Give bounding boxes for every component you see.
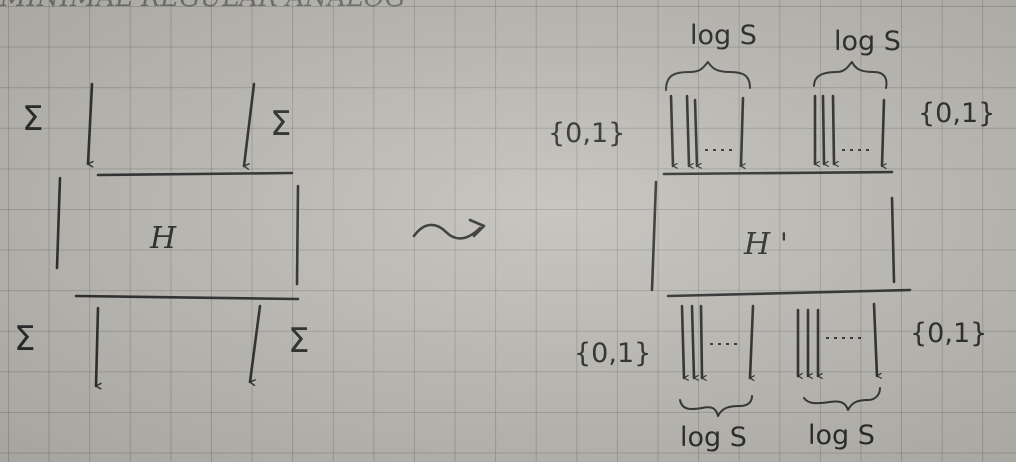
top-right-group-arrow-4 xyxy=(880,98,887,170)
left-block: H Σ Σ Σ Σ xyxy=(14,82,309,390)
bottom-alphabet-right: {0,1} xyxy=(910,318,987,349)
bottom-alphabet-left: {0,1} xyxy=(574,338,651,369)
transform-arrow xyxy=(412,218,486,240)
bottom-right-brace xyxy=(803,387,881,411)
bottom-right-brace-label: log S xyxy=(808,420,875,451)
left-output-arrow-2 xyxy=(248,304,262,387)
squiggle-arrowhead xyxy=(468,218,486,238)
top-right-group-arrow-3 xyxy=(831,94,839,167)
top-left-brace-label: log S xyxy=(690,20,757,51)
top-left-brace xyxy=(665,61,751,91)
top-left-group-arrow-1 xyxy=(669,94,678,169)
header-scrawl: MINIMAL REGULAR ANALOG xyxy=(0,0,406,13)
top-alphabet-left: {0,1} xyxy=(548,118,625,149)
top-right-group-arrow-2 xyxy=(821,94,829,167)
top-left-group-arrow-3 xyxy=(693,98,702,169)
right-box-right-side xyxy=(890,196,896,284)
left-input-alphabet-right: Σ xyxy=(270,104,291,144)
left-input-alphabet-left: Σ xyxy=(22,99,43,139)
bottom-right-group-arrow-4 xyxy=(872,302,882,379)
left-output-arrow-1 xyxy=(94,306,102,390)
top-left-group-arrow-4 xyxy=(739,96,746,170)
right-block: H ' log S log S {0,1} {0,1} {0,1} {0,1} … xyxy=(548,20,995,453)
squiggle-arrow-icon xyxy=(412,223,482,240)
left-box-right-side xyxy=(295,184,300,286)
bottom-left-group-arrow-1 xyxy=(680,304,689,381)
top-right-brace-label: log S xyxy=(834,26,901,57)
top-right-brace xyxy=(813,61,888,89)
bottom-left-brace xyxy=(679,395,753,417)
bottom-left-group-arrow-3 xyxy=(699,304,707,381)
right-box-label: H ' xyxy=(743,227,788,262)
right-box-bottom-line xyxy=(666,288,912,298)
right-box-top-line xyxy=(662,170,894,176)
top-left-group-arrow-2 xyxy=(685,94,694,169)
left-box-label: H xyxy=(149,221,177,256)
bottom-left-group-arrow-4 xyxy=(748,304,755,382)
left-box-bottom-line xyxy=(74,294,300,301)
left-input-arrow-2 xyxy=(242,82,256,171)
bottom-left-group-arrow-2 xyxy=(690,304,699,381)
bottom-left-brace-label: log S xyxy=(680,422,747,453)
left-box-top-line xyxy=(96,171,294,177)
left-output-alphabet-left: Σ xyxy=(14,319,35,359)
left-input-arrow-1 xyxy=(86,82,94,168)
left-output-alphabet-right: Σ xyxy=(288,321,309,361)
left-box-left-side xyxy=(55,176,62,270)
right-box-left-side xyxy=(650,180,658,292)
top-alphabet-right: {0,1} xyxy=(918,98,995,129)
